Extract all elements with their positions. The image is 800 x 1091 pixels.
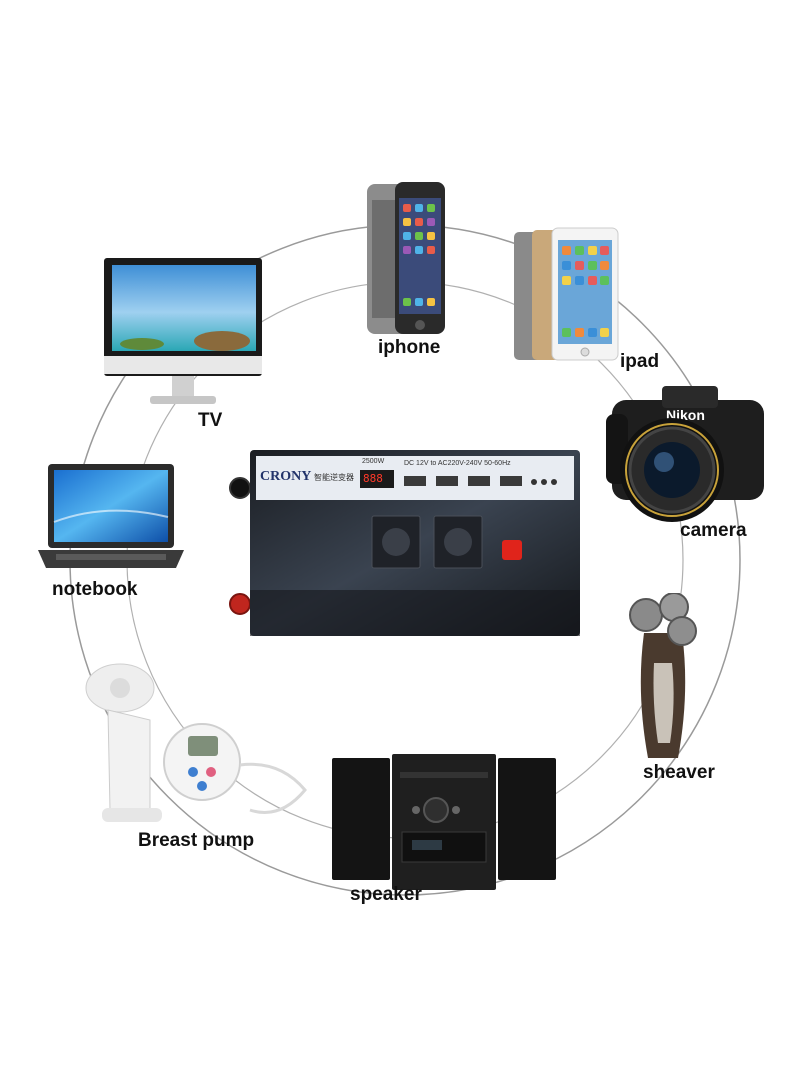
ipad-label: ipad [620, 351, 660, 372]
speaker-icon [332, 754, 556, 890]
iphone-label: iphone [378, 337, 441, 358]
inverter-subtitle: 智能逆变器 [314, 473, 354, 482]
tv-icon [104, 258, 262, 404]
notebook-label: notebook [52, 579, 138, 600]
tv-label: TV [198, 410, 223, 431]
shaver-icon [629, 593, 697, 758]
shaver-label: sheaver [643, 762, 715, 783]
camera-label: camera [680, 520, 747, 541]
iphone-icon [367, 182, 445, 334]
inverter-body [229, 450, 580, 636]
breast-pump-label: Breast pump [138, 830, 255, 851]
speaker-label: speaker [350, 884, 422, 905]
camera-icon: Nikon [606, 386, 764, 522]
inverter-brand: CRONY [260, 469, 312, 484]
power-inverter: CRONY 智能逆变器 2500W DC 12V to AC220V-240V … [226, 448, 588, 640]
inverter-power: 2500W [362, 458, 385, 465]
notebook-icon [38, 464, 184, 568]
breast-pump-icon [85, 663, 307, 822]
inverter-spec: DC 12V to AC220V-240V 50-60Hz [404, 460, 511, 467]
inverter-display: 888 [363, 472, 383, 485]
ipad-icon [514, 227, 619, 361]
